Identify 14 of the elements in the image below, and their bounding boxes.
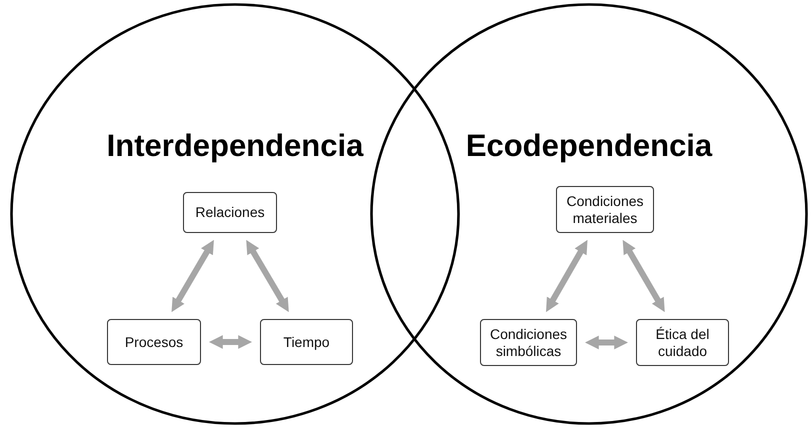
double-arrow bbox=[585, 336, 628, 350]
concept-box: Relaciones bbox=[183, 192, 277, 233]
double-arrow bbox=[546, 240, 588, 312]
concept-box: Ética del cuidado bbox=[636, 319, 729, 366]
double-arrow bbox=[246, 240, 289, 312]
concept-box: Condiciones simbólicas bbox=[480, 319, 577, 366]
concept-box: Tiempo bbox=[260, 319, 353, 365]
circle-heading: Interdependencia bbox=[106, 128, 364, 164]
concept-box: Condiciones materiales bbox=[556, 186, 654, 233]
circle-heading: Ecodependencia bbox=[464, 128, 714, 164]
double-arrow bbox=[622, 240, 665, 312]
concept-box: Procesos bbox=[107, 319, 201, 365]
double-arrow bbox=[209, 335, 252, 349]
double-arrow bbox=[172, 240, 214, 312]
